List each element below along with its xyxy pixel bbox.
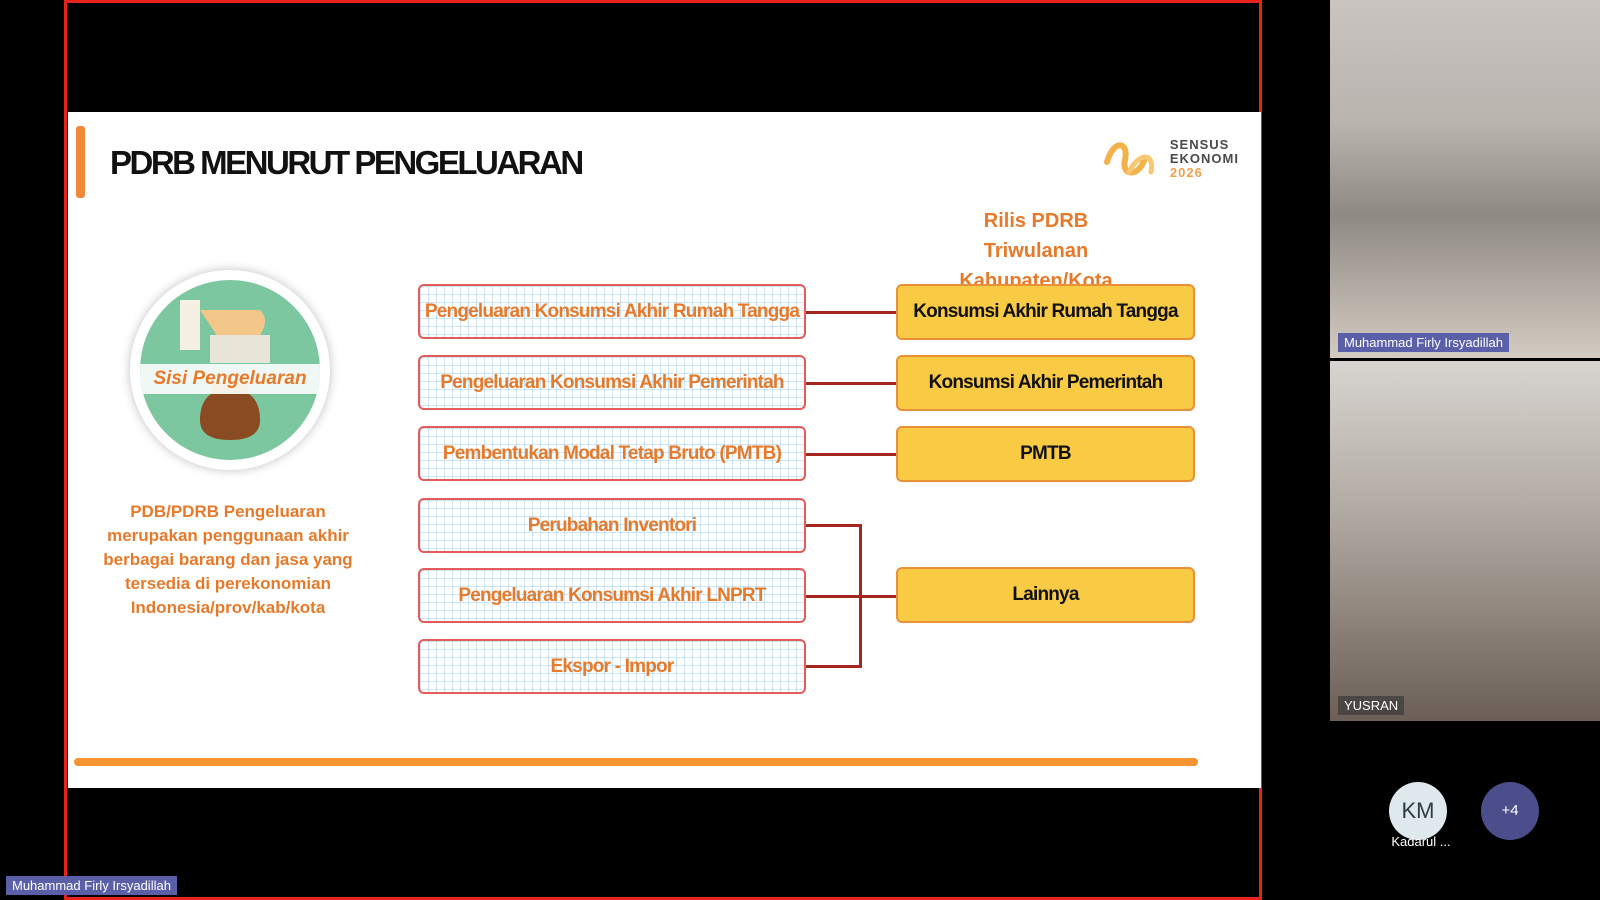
left-box-lnprt: Pengeluaran Konsumsi Akhir LNPRT (418, 568, 806, 623)
presentation-slide: PDRB MENURUT PENGELUARAN SENSUS EKONOMI … (68, 112, 1261, 788)
logo-line-2: EKONOMI (1169, 151, 1239, 166)
logo-line-3: 2026 (1169, 165, 1203, 180)
slide-bottom-bar (74, 758, 1198, 766)
connector-line (806, 382, 896, 385)
presenter-name-tag: Muhammad Firly Irsyadillah (6, 876, 177, 895)
logo-wordmark: SENSUS EKONOMI 2026 (1170, 138, 1239, 180)
left-box-ekspor-impor: Ekspor - Impor (418, 639, 806, 694)
right-box-pmtb: PMTB (896, 426, 1195, 482)
coin-purse-icon (180, 300, 270, 440)
connector-line (806, 311, 896, 314)
sensus-ekonomi-logo (1104, 142, 1155, 176)
rilis-title: Rilis PDRB Triwulanan Kabupaten/Kota (959, 210, 1113, 292)
right-box-pemerintah: Konsumsi Akhir Pemerintah (896, 355, 1195, 411)
description-text: PDB/PDRB Pengeluaran merupakan penggunaa… (103, 502, 353, 617)
logo-line-1: SENSUS (1169, 137, 1230, 152)
connector-bracket (859, 524, 862, 668)
connector-line (806, 453, 896, 456)
sisi-pengeluaran-illustration: Sisi Pengeluaran (130, 270, 330, 470)
right-box-lainnya: Lainnya (896, 567, 1195, 623)
connector-line (806, 524, 861, 527)
participant-name-tag: YUSRAN (1338, 696, 1405, 715)
participant-video-tile[interactable]: Muhammad Firly Irsyadillah (1330, 0, 1600, 358)
left-box-pmtb: Pembentukan Modal Tetap Bruto (PMTB) (418, 426, 806, 481)
more-participants-button[interactable]: +4 (1481, 782, 1539, 840)
participant-avatar[interactable]: KM (1389, 782, 1447, 840)
left-box-inventori: Perubahan Inventori (418, 498, 806, 553)
participant-video-tile[interactable]: YUSRAN (1330, 361, 1600, 721)
left-box-rumah-tangga: Pengeluaran Konsumsi Akhir Rumah Tangga (418, 284, 806, 339)
title-accent-bar (76, 126, 85, 198)
slide-title: PDRB MENURUT PENGELUARAN (110, 144, 584, 181)
illustration-circle: Sisi Pengeluaran (140, 280, 320, 460)
connector-line (806, 595, 896, 598)
circle-label: Sisi Pengeluaran (140, 364, 320, 394)
left-box-pemerintah: Pengeluaran Konsumsi Akhir Pemerintah (418, 355, 806, 410)
participant-name-tag: Muhammad Firly Irsyadillah (1338, 333, 1509, 352)
right-box-rumah-tangga: Konsumsi Akhir Rumah Tangga (896, 284, 1195, 340)
connector-line (806, 665, 861, 668)
participant-avatar-name: Kadarul ... (1391, 834, 1451, 849)
